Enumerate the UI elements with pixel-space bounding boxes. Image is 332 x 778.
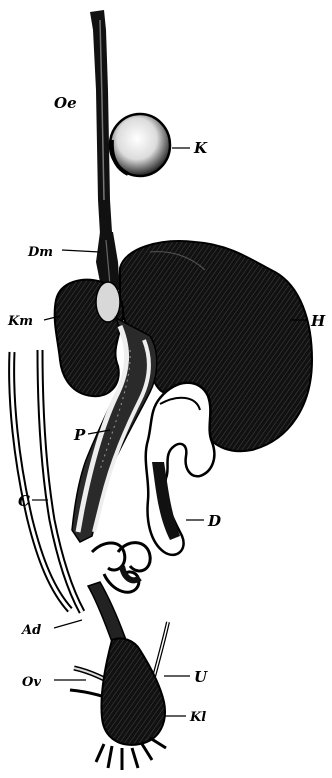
label-pancreas: P xyxy=(73,426,86,444)
label-duodenum: D xyxy=(207,512,221,530)
duodenum-shape xyxy=(146,383,215,555)
label-oesophagus: Oe xyxy=(54,94,77,112)
caeca-shape xyxy=(12,350,82,612)
label-stomach: Dm xyxy=(27,245,53,260)
label-crop: K xyxy=(193,139,208,157)
label-rectum: Ad xyxy=(20,623,41,638)
label-liver: H xyxy=(310,312,326,330)
label-caeca: C xyxy=(18,492,30,510)
label-gizzard: Km xyxy=(7,314,33,329)
label-cloaca: Kl xyxy=(189,710,206,725)
crop-shape xyxy=(110,114,170,176)
oesophagus-shape xyxy=(90,10,112,234)
cloaca-shape xyxy=(96,638,166,770)
gizzard-shape xyxy=(55,280,124,396)
label-oviduct: Ov xyxy=(22,675,41,690)
label-ureter: U xyxy=(194,668,208,686)
